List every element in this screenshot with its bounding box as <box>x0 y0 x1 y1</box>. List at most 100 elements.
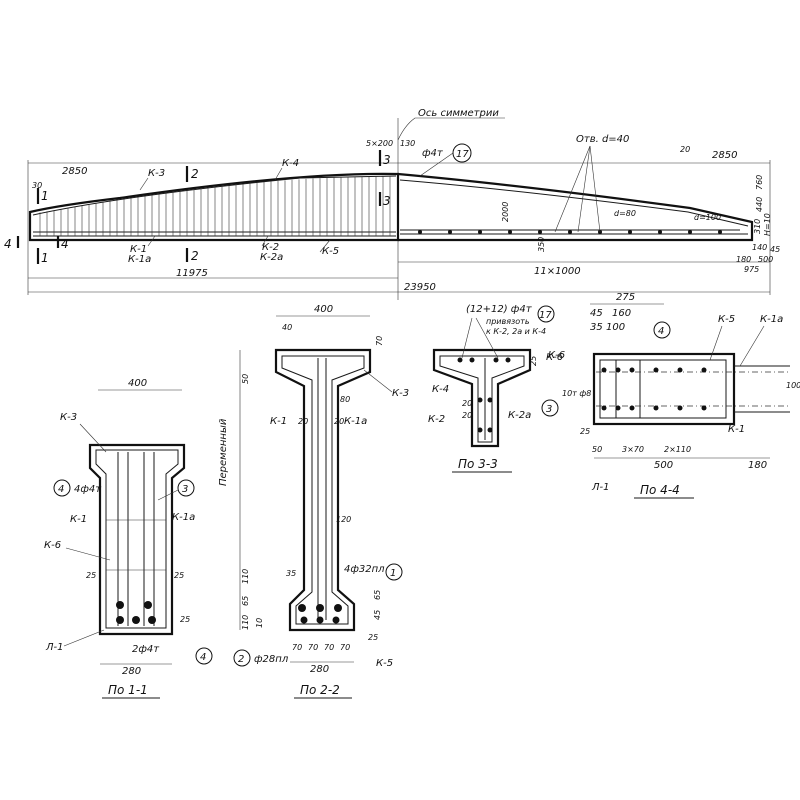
s44-title: По 4-4 <box>640 483 680 497</box>
s33-dim-20-b: 20 <box>462 411 472 420</box>
dim-20: 20 <box>680 145 690 154</box>
sec-mark-4a: 4 <box>4 237 12 251</box>
s44-dim-160: 160 <box>612 308 631 319</box>
section-1-1: 400 280 К-3 К-1 К-1а К-6 Л-1 4 4ф4т 3 2ф… <box>44 378 213 699</box>
s44-dim-45: 45 <box>590 308 603 319</box>
s22-title: По 2-2 <box>300 683 340 697</box>
s33-callout-17: 17 <box>539 310 552 321</box>
dim-130: 130 <box>400 139 415 148</box>
s44-label-k1a: К-1а <box>760 314 783 325</box>
s11-width-bottom: 280 <box>122 666 141 677</box>
section-3-3: (12+12) ф4т привязоть к К-2, 2а и К-4 17… <box>428 304 565 473</box>
s44-dim-3x70: 3×70 <box>622 445 644 454</box>
s44-dim-100: 100 <box>606 322 625 333</box>
label-k4-elev: К-4 <box>282 158 299 169</box>
s22-dim-35: 35 <box>286 569 296 578</box>
sec-mark-3b: 3 <box>383 194 391 208</box>
s11-rebar-top: 4ф4т <box>74 484 102 495</box>
s11-callout-4-bottom: 4 <box>200 652 206 663</box>
dim-140: 140 <box>752 243 767 252</box>
s22-dim-70-a: 70 <box>292 643 302 652</box>
s44-label-l1: Л-1 <box>591 482 610 493</box>
s11-rebar-bottom: 2ф4т <box>132 644 160 655</box>
s44-label-k5: К-5 <box>718 314 735 325</box>
s11-callout-3: 3 <box>182 484 188 495</box>
s11-width-top: 400 <box>128 378 147 389</box>
label-k5-elev: К-5 <box>322 246 339 257</box>
axis-symmetry-label: Ось симметрии <box>418 108 499 119</box>
sec-mark-3a: 3 <box>383 153 391 167</box>
holes-label: Отв. d=40 <box>576 134 629 145</box>
d80-label: d=80 <box>614 209 636 218</box>
s11-label-l1: Л-1 <box>45 642 64 653</box>
s33-title: По 3-3 <box>458 457 498 471</box>
s44-dim-50: 50 <box>592 445 602 454</box>
s44-dim-180: 180 <box>748 460 767 471</box>
s44-callout-3: 3 <box>546 404 552 415</box>
s22-dim-70-b: 70 <box>308 643 318 652</box>
dim-h10: H=10 <box>763 213 772 236</box>
sec-mark-1a: 1 <box>41 189 49 203</box>
sec-mark-4b: 4 <box>61 237 69 251</box>
s22-rebar-2: ф28пл <box>254 654 289 665</box>
dim-45: 45 <box>770 245 780 254</box>
dim-310: 310 <box>753 219 762 234</box>
s22-callout-1: 1 <box>390 568 396 579</box>
section-2-2: 400 Переменный 280 40 70 50 80 20 20 120… <box>218 304 409 699</box>
dim-180: 180 <box>736 255 751 264</box>
dim-5x200: 5×200 <box>366 139 393 148</box>
sec-mark-2a: 2 <box>191 167 199 181</box>
s22-label-k1a: К-1а <box>344 416 367 427</box>
s11-label-k1a: К-1а <box>172 512 195 523</box>
s11-label-k1: К-1 <box>70 514 87 525</box>
s22-dim-70-d: 70 <box>340 643 350 652</box>
s33-dim-25: 25 <box>529 356 538 366</box>
dim-2850-right: 2850 <box>712 150 737 161</box>
dim-440: 440 <box>755 197 764 212</box>
s11-dim-25-bottom: 25 <box>180 615 190 624</box>
sec-mark-1b: 1 <box>41 251 49 265</box>
s33-label-k6: К-6 <box>548 350 565 361</box>
label-k2a-elev: К-2а <box>260 252 283 263</box>
dim-760: 760 <box>755 175 764 190</box>
s11-dim-25-left: 25 <box>86 571 96 580</box>
s33-note-2: к К-2, 2а и К-4 <box>486 327 546 336</box>
s22-label-k1: К-1 <box>270 416 287 427</box>
s22-dim-65: 65 <box>241 596 250 606</box>
s44-callout-4: 4 <box>658 326 664 337</box>
dim-30: 30 <box>32 181 42 190</box>
s33-label-k2a: К-2а <box>508 410 531 421</box>
dim-500: 500 <box>758 255 773 264</box>
s22-width-top: 400 <box>314 304 333 315</box>
s33-rebar: (12+12) ф4т <box>466 304 533 315</box>
dim-2000: 2000 <box>501 202 510 222</box>
s22-dim-110-bottom: 110 <box>241 615 250 630</box>
s11-callout-4-top: 4 <box>58 484 64 495</box>
s33-dim-20-a: 20 <box>462 399 472 408</box>
dim-23950: 23950 <box>404 282 436 293</box>
s44-side-100: 100 <box>786 381 800 390</box>
s22-width-bottom: 280 <box>310 664 329 675</box>
s22-dim-80: 80 <box>340 395 350 404</box>
s22-dim-70-c: 70 <box>324 643 334 652</box>
s11-label-k3: К-3 <box>60 412 77 423</box>
s22-dim-45: 45 <box>373 610 382 620</box>
s33-note-1: привязоть <box>486 317 530 326</box>
s44-label-k1: К-1 <box>728 424 745 435</box>
label-k1-elev: К-1 <box>130 244 147 255</box>
rebar-17-label: ф4т <box>422 148 444 159</box>
s22-dim-120: 120 <box>336 515 351 524</box>
s44-dim-2x110: 2×110 <box>664 445 691 454</box>
s11-dim-25-right: 25 <box>174 571 184 580</box>
d100-label: d=100 <box>694 213 721 222</box>
s22-callout-2: 2 <box>238 654 244 665</box>
s22-dim-25: 25 <box>368 633 378 642</box>
s22-label-k5: К-5 <box>376 658 393 669</box>
s22-rebar-1: 4ф32пл <box>344 564 385 575</box>
dim-2850-left: 2850 <box>62 166 87 177</box>
dim-11975: 11975 <box>176 268 208 279</box>
label-k1a-elev: К-1а <box>128 254 151 265</box>
label-k2-elev: К-2 <box>262 242 279 253</box>
s22-dim-110-top: 110 <box>241 569 250 584</box>
